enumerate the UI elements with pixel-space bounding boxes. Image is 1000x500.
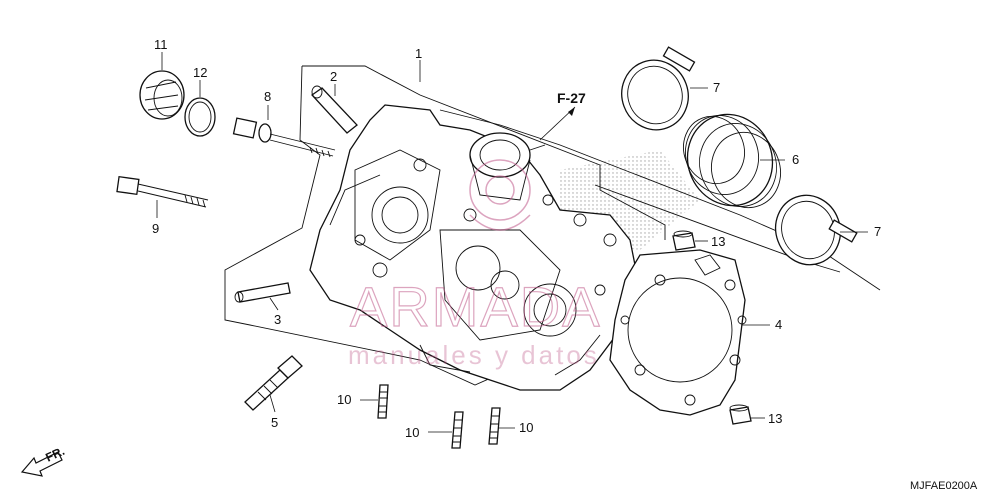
stud-10b [451, 411, 464, 449]
spark-plug-5 [244, 355, 303, 411]
cap-11 [139, 70, 185, 120]
callout-11: 11 [154, 37, 168, 52]
dowel-13a [672, 230, 696, 251]
diagram-code: MJFAE0200A [910, 480, 978, 492]
callout-3: 3 [274, 312, 281, 327]
reference-label: F-27 [557, 90, 586, 106]
stud-10c [488, 407, 501, 445]
callout-2: 2 [330, 69, 337, 84]
callout-13-lower: 13 [768, 411, 782, 426]
callout-1: 1 [415, 46, 422, 61]
callout-12: 12 [193, 65, 207, 80]
callout-7-lower: 7 [874, 224, 881, 239]
stud-10a [377, 384, 389, 419]
dowel-3 [234, 282, 291, 303]
head-gasket [609, 249, 747, 416]
watermark-tagline: manuales y datos [348, 340, 600, 370]
callout-8: 8 [264, 89, 271, 104]
callout-9: 9 [152, 221, 159, 236]
callout-10-middle: 10 [405, 425, 419, 440]
clamp-lower [774, 194, 858, 266]
intake-boot [683, 113, 781, 209]
callout-6: 6 [792, 152, 799, 167]
dowel-2 [311, 85, 358, 134]
callout-4: 4 [775, 317, 782, 332]
cylinder-head [309, 104, 641, 391]
direction-label: FR. [43, 444, 66, 465]
bolt-9 [116, 175, 209, 208]
clamp-upper [621, 46, 696, 131]
leader-lines [156, 52, 868, 433]
dowel-13b [729, 404, 752, 425]
front-direction-arrow [20, 451, 63, 477]
reference-arrow [568, 107, 575, 116]
callout-13-upper: 13 [711, 234, 725, 249]
callout-7-upper: 7 [713, 80, 720, 95]
callout-10-left: 10 [337, 392, 351, 407]
watermark: ARMADA manuales y datos [348, 159, 602, 370]
watermark-brand: ARMADA [350, 275, 602, 338]
callout-5: 5 [271, 415, 278, 430]
o-ring-12 [184, 97, 216, 137]
bolt-8 [232, 117, 336, 158]
callout-10-right: 10 [519, 420, 533, 435]
